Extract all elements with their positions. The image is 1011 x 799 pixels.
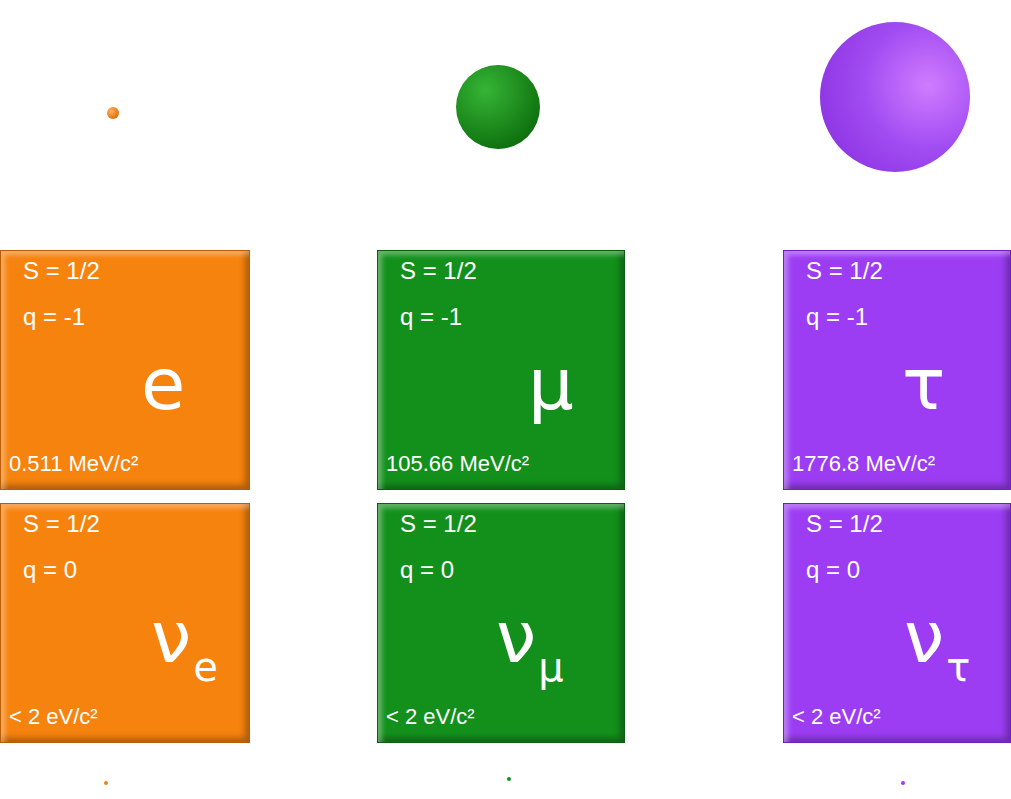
mass-label: 0.511 MeV/c² [9, 451, 138, 476]
charge-label: q = -1 [400, 303, 462, 331]
particle-symbol: e [141, 343, 185, 426]
mass-label: < 2 eV/c² [9, 704, 98, 729]
symbol-subscript: μ [538, 644, 563, 690]
charge-label: q = -1 [23, 303, 85, 331]
lepton-box: S = 1/2 q = -1 μ 105.66 MeV/c² [377, 250, 625, 490]
spin-label: S = 1/2 [400, 257, 477, 285]
neutrino-dot [901, 781, 905, 785]
neutrino-dot [507, 777, 511, 781]
lepton-box: S = 1/2 q = -1 e0.511 MeV/c² [0, 250, 250, 490]
tau-sphere [820, 22, 970, 172]
spin-label: S = 1/2 [23, 257, 100, 285]
particle-symbol: ν [496, 596, 536, 679]
charge-label: q = 0 [400, 556, 454, 584]
muon-sphere [456, 65, 540, 149]
spin-label: S = 1/2 [806, 510, 883, 538]
symbol-subscript: e [193, 644, 218, 690]
neutrino-dot [104, 781, 108, 785]
spin-label: S = 1/2 [23, 510, 100, 538]
mass-label: 1776.8 MeV/c² [792, 451, 935, 476]
electron-sphere [107, 107, 119, 119]
neutrino-box: S = 1/2 q = 0 νμ < 2 eV/c² [377, 503, 625, 743]
particle-symbol: μ [528, 343, 574, 426]
spin-label: S = 1/2 [400, 510, 477, 538]
charge-label: q = 0 [23, 556, 77, 584]
symbol-subscript: τ [946, 644, 970, 690]
lepton-box: S = 1/2 q = -1 τ 1776.8 MeV/c² [783, 250, 1011, 490]
neutrino-box: S = 1/2 q = 0 νe < 2 eV/c² [0, 503, 250, 743]
charge-label: q = -1 [806, 303, 868, 331]
mass-label: < 2 eV/c² [386, 704, 475, 729]
spin-label: S = 1/2 [806, 257, 883, 285]
neutrino-box: S = 1/2 q = 0 ντ < 2 eV/c² [783, 503, 1011, 743]
particle-symbol: ν [904, 596, 944, 679]
particle-symbol: ν [151, 596, 191, 679]
charge-label: q = 0 [806, 556, 860, 584]
mass-label: 105.66 MeV/c² [386, 451, 529, 476]
mass-label: < 2 eV/c² [792, 704, 881, 729]
particle-symbol: τ [902, 343, 945, 426]
